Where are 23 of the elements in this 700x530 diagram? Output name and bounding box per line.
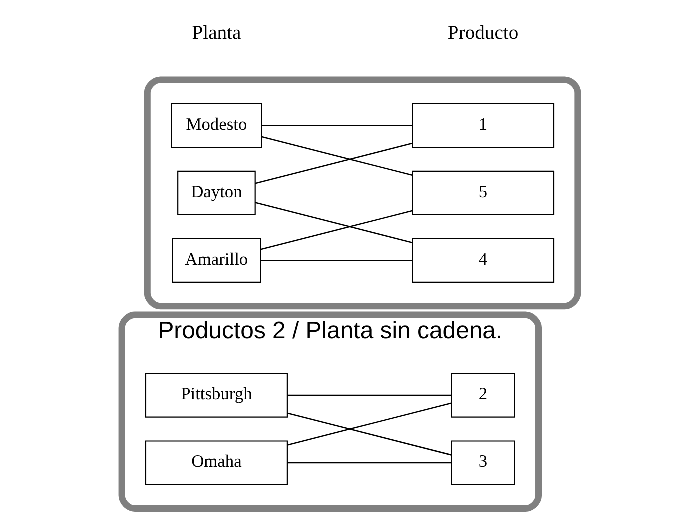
connector <box>260 210 412 250</box>
connector <box>255 142 413 184</box>
connector <box>260 260 412 262</box>
cluster <box>144 76 582 310</box>
node-box: Dayton <box>178 170 256 216</box>
node-box: Amarillo <box>172 238 262 283</box>
connector <box>287 412 452 456</box>
node-box: 3 <box>451 440 516 486</box>
connector <box>287 402 452 446</box>
connector <box>255 202 413 244</box>
node-box: 2 <box>451 373 516 418</box>
node-box: Omaha <box>145 440 288 486</box>
connector <box>288 394 452 396</box>
node-box: 5 <box>412 170 555 216</box>
connector <box>262 125 412 126</box>
connector <box>288 462 452 464</box>
node-box: 4 <box>412 238 555 283</box>
label: Producto <box>448 23 519 44</box>
node-box: 1 <box>412 103 555 148</box>
label: Planta <box>192 23 242 44</box>
node-box: Pittsburgh <box>145 373 288 418</box>
node-box: Modesto <box>171 103 262 148</box>
connector <box>262 136 413 176</box>
